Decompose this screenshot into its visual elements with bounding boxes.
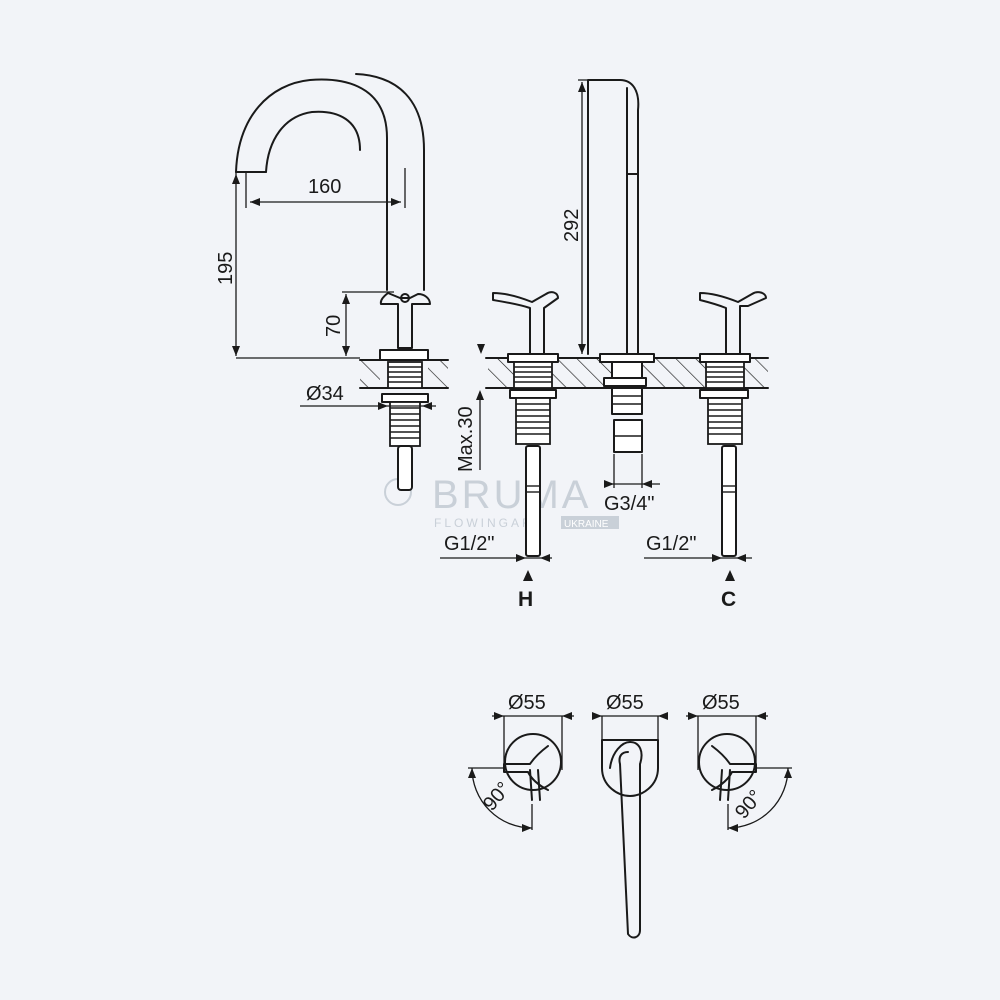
watermark: BRUMA FLOWINGART UKRAINE bbox=[384, 473, 619, 530]
left-rosette-diameter: Ø55 bbox=[508, 692, 546, 714]
dim-max-deck: Max.30 bbox=[455, 406, 477, 472]
cold-supply-arrow-icon bbox=[725, 570, 735, 581]
middle-rosette-diameter: Ø55 bbox=[606, 692, 644, 714]
right-rosette: Ø55 90° bbox=[686, 692, 792, 832]
watermark-region: UKRAINE bbox=[564, 519, 609, 530]
dim-handle-height: 70 bbox=[323, 315, 345, 337]
side-deck-hatch-left bbox=[360, 360, 380, 388]
dim-total-height: 195 bbox=[215, 252, 237, 285]
dim-hot-thread: G1/2" bbox=[444, 533, 494, 555]
dim-outlet-thread: G3/4" bbox=[604, 493, 654, 515]
watermark-brand: BRUMA bbox=[432, 473, 591, 517]
side-view: 160 195 70 Ø34 bbox=[215, 73, 449, 491]
watermark-region-badge bbox=[561, 516, 619, 529]
dim-spout-reach: 160 bbox=[308, 176, 341, 198]
hot-supply-arrow-icon bbox=[523, 570, 533, 581]
cold-valve bbox=[699, 291, 767, 557]
left-rotation-angle: 90° bbox=[479, 778, 515, 815]
dim-body-diameter: Ø34 bbox=[306, 383, 344, 405]
left-rosette: Ø55 90° bbox=[468, 692, 574, 832]
hot-supply-label: H bbox=[518, 588, 533, 611]
side-deck-hatch-right bbox=[428, 360, 448, 388]
dim-cold-thread: G1/2" bbox=[646, 533, 696, 555]
watermark-tagline: FLOWINGART bbox=[434, 516, 544, 530]
side-handle bbox=[379, 292, 431, 349]
top-view: Ø55 90° Ø55 bbox=[468, 692, 792, 939]
hot-handle bbox=[492, 291, 559, 355]
side-spout bbox=[235, 78, 388, 291]
front-view: Max.30 bbox=[440, 79, 769, 611]
cold-supply-label: C bbox=[721, 588, 736, 611]
middle-rosette: Ø55 bbox=[592, 692, 668, 939]
dim-spout-height: 292 bbox=[561, 209, 583, 242]
hot-valve bbox=[492, 291, 559, 557]
cold-handle bbox=[699, 291, 767, 355]
center-spout: 292 G3/4" bbox=[561, 79, 660, 515]
right-rosette-diameter: Ø55 bbox=[702, 692, 740, 714]
side-thread-lines bbox=[388, 366, 422, 383]
